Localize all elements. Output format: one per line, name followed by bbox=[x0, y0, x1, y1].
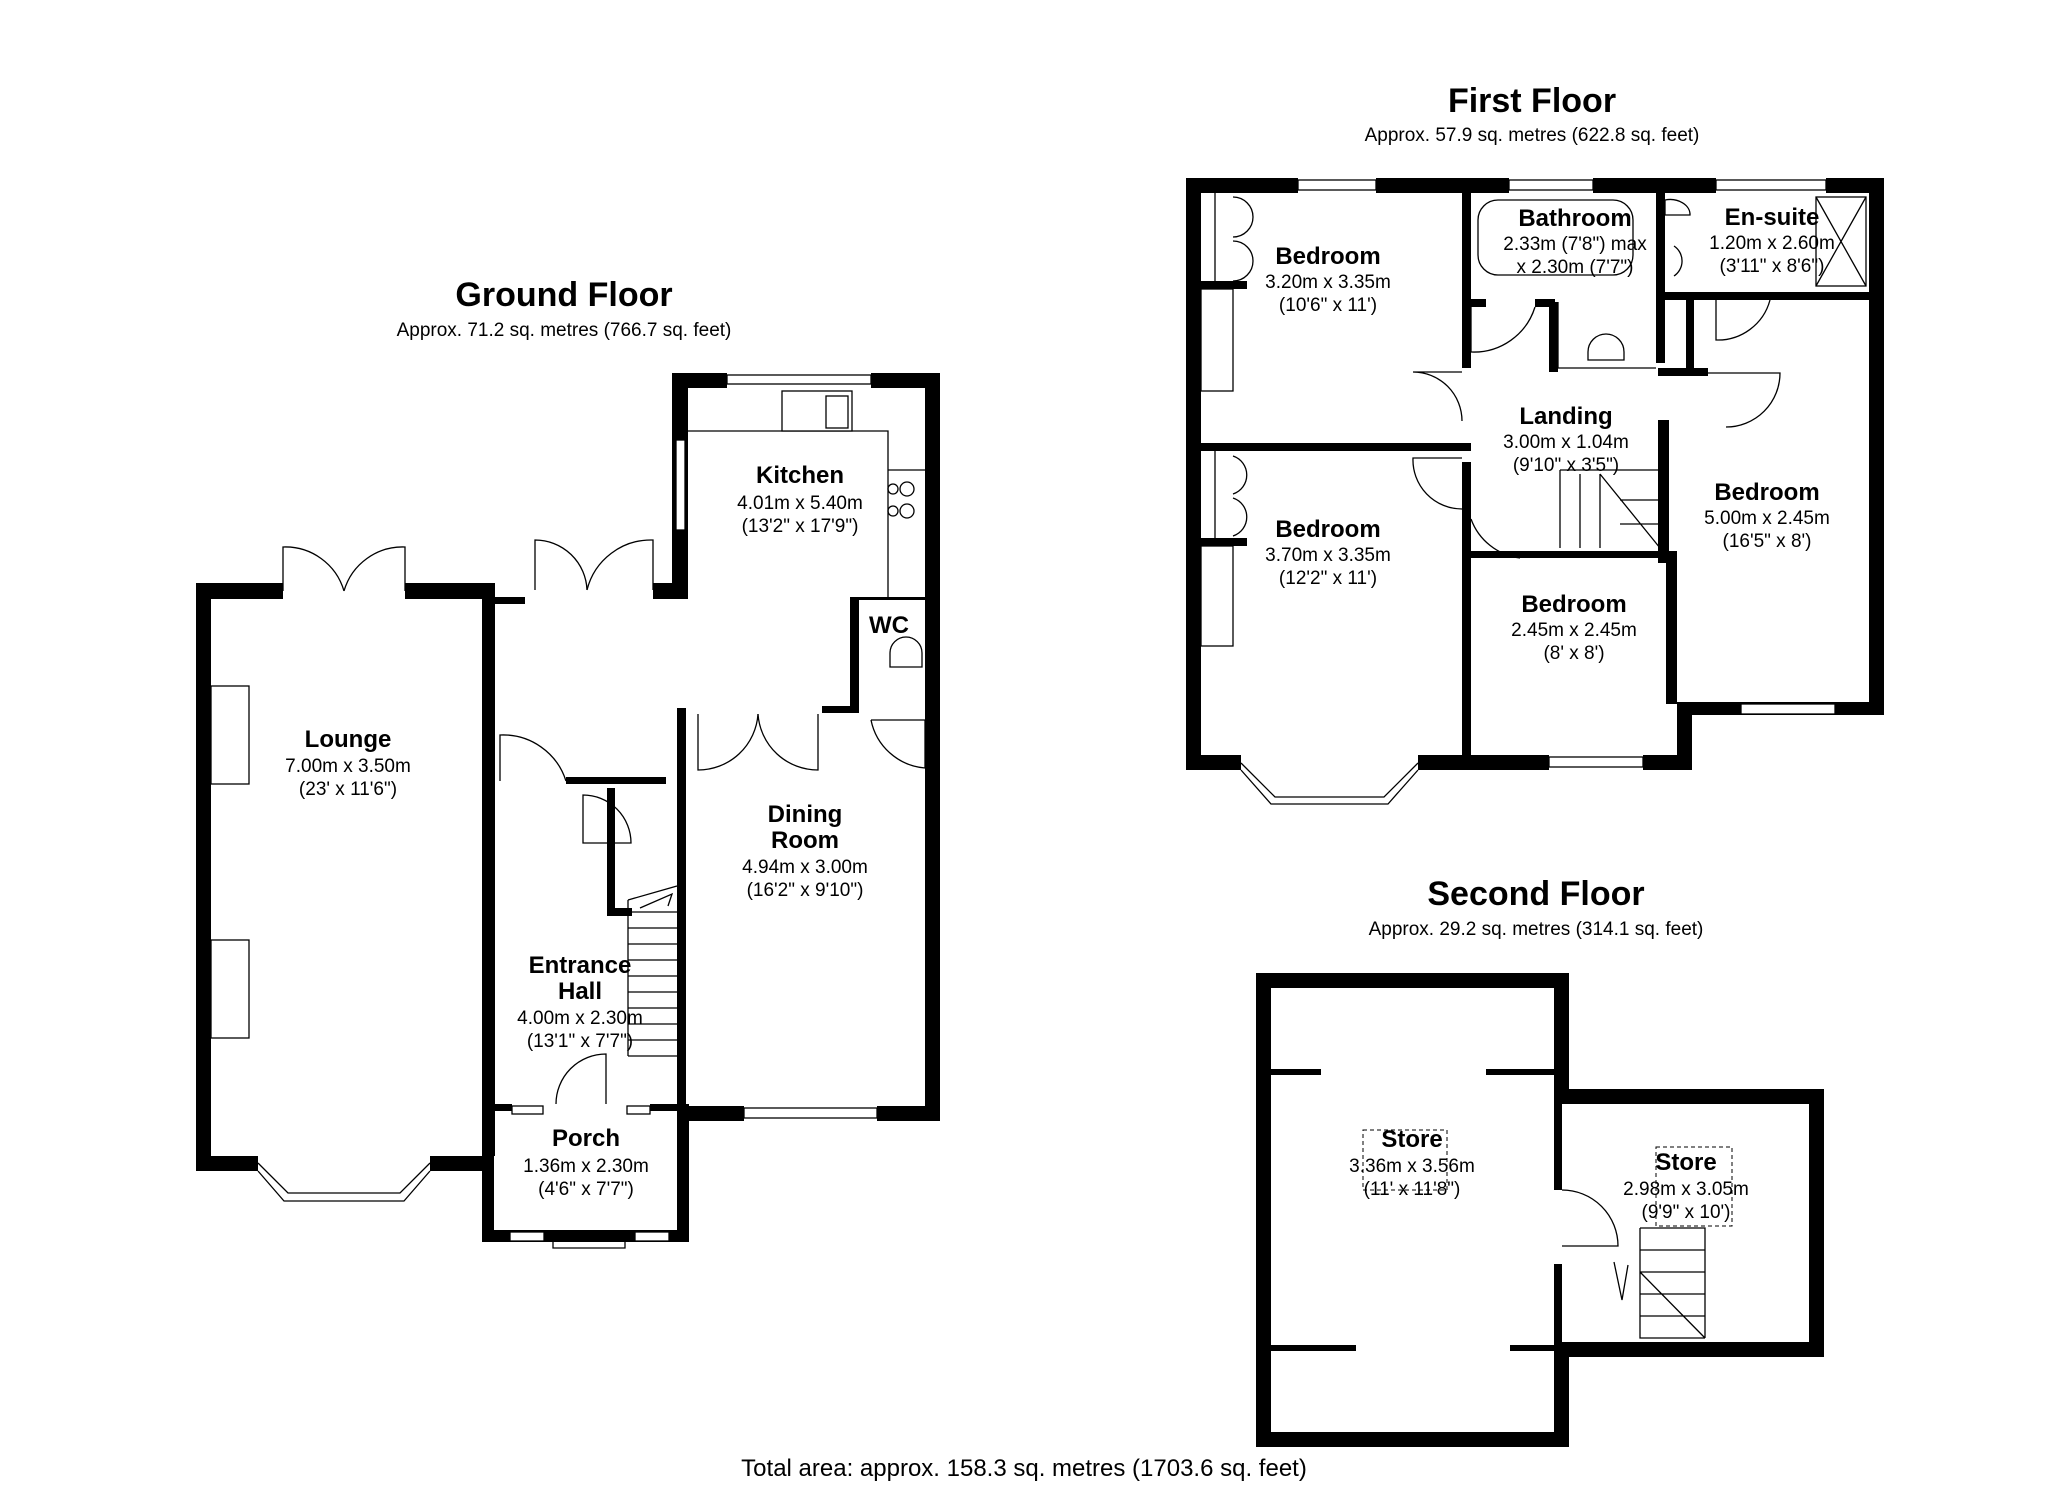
ground-floor-area: Approx. 71.2 sq. metres (766.7 sq. feet) bbox=[397, 320, 732, 341]
landing-dim-imperial: (9'10" x 3'5") bbox=[1513, 455, 1619, 476]
first-floor-labels: Bedroom 3.20m x 3.35m (10'6" x 11') Bath… bbox=[1265, 204, 1835, 664]
hall-label-line2: Hall bbox=[558, 978, 602, 1005]
bathroom-dim-line1: 2.33m (7'8") max bbox=[1503, 234, 1647, 255]
ground-floor-fixtures bbox=[210, 374, 926, 1249]
bedroom-e-dim-imperial: (16'5" x 8') bbox=[1723, 531, 1812, 552]
landing-dim-metric: 3.00m x 1.04m bbox=[1503, 432, 1629, 453]
bathroom-label: Bathroom bbox=[1518, 205, 1631, 232]
bedroom-sw-label: Bedroom bbox=[1275, 516, 1380, 543]
second-floor-title: Second Floor bbox=[1427, 875, 1644, 913]
ground-floor-title: Ground Floor bbox=[455, 276, 672, 314]
second-floor-area: Approx. 29.2 sq. metres (314.1 sq. feet) bbox=[1369, 919, 1704, 940]
store-1-dim-metric: 3.36m x 3.56m bbox=[1349, 1156, 1475, 1177]
store-2-label: Store bbox=[1655, 1149, 1716, 1176]
hall-label-line1: Entrance bbox=[529, 952, 632, 979]
bathroom-dim-line2: x 2.30m (7'7") bbox=[1516, 257, 1633, 278]
ground-floor-plan: Ground Floor Approx. 71.2 sq. metres (76… bbox=[196, 276, 940, 1249]
lounge-dim-imperial: (23' x 11'6") bbox=[299, 779, 397, 800]
bedroom-e-label: Bedroom bbox=[1714, 479, 1819, 506]
second-floor-plan: Second Floor Approx. 29.2 sq. metres (31… bbox=[1256, 875, 1824, 1447]
dining-dim-metric: 4.94m x 3.00m bbox=[742, 857, 868, 878]
dining-label-line2: Room bbox=[771, 827, 839, 854]
bedroom-nw-dim-imperial: (10'6" x 11') bbox=[1279, 295, 1377, 316]
ensuite-label: En-suite bbox=[1725, 204, 1820, 231]
kitchen-label: Kitchen bbox=[756, 462, 844, 489]
bedroom-e-dim-metric: 5.00m x 2.45m bbox=[1704, 508, 1830, 529]
bedroom-s-dim-imperial: (8' x 8') bbox=[1543, 643, 1604, 664]
kitchen-dim-imperial: (13'2" x 17'9") bbox=[742, 516, 859, 537]
first-floor-walls bbox=[1186, 178, 1884, 770]
second-floor-fixtures bbox=[1362, 1129, 1733, 1339]
total-area: Total area: approx. 158.3 sq. metres (17… bbox=[741, 1455, 1307, 1482]
ensuite-dim-metric: 1.20m x 2.60m bbox=[1709, 233, 1835, 254]
kitchen-dim-metric: 4.01m x 5.40m bbox=[737, 493, 863, 514]
bedroom-sw-dim-metric: 3.70m x 3.35m bbox=[1265, 545, 1391, 566]
bedroom-s-label: Bedroom bbox=[1521, 591, 1626, 618]
first-floor-area: Approx. 57.9 sq. metres (622.8 sq. feet) bbox=[1365, 125, 1700, 146]
hall-dim-metric: 4.00m x 2.30m bbox=[517, 1008, 643, 1029]
wc-label: WC bbox=[869, 612, 909, 639]
first-floor-plan: First Floor Approx. 57.9 sq. metres (622… bbox=[1186, 82, 1884, 805]
dining-dim-imperial: (16'2" x 9'10") bbox=[747, 880, 864, 901]
lounge-dim-metric: 7.00m x 3.50m bbox=[285, 756, 411, 777]
first-floor-title: First Floor bbox=[1448, 82, 1616, 120]
dining-label-line1: Dining bbox=[768, 801, 843, 828]
lounge-label: Lounge bbox=[305, 726, 392, 753]
bedroom-s-dim-metric: 2.45m x 2.45m bbox=[1511, 620, 1637, 641]
second-floor-walls bbox=[1256, 973, 1824, 1447]
ground-floor-labels: Lounge 7.00m x 3.50m (23' x 11'6") Kitch… bbox=[285, 462, 909, 1200]
store-1-dim-imperial: (11' x 11'8") bbox=[1364, 1179, 1461, 1200]
store-2-dim-imperial: (9'9" x 10') bbox=[1642, 1202, 1731, 1223]
store-2-dim-metric: 2.98m x 3.05m bbox=[1623, 1179, 1749, 1200]
porch-label: Porch bbox=[552, 1125, 620, 1152]
porch-dim-imperial: (4'6" x 7'7") bbox=[538, 1179, 634, 1200]
bedroom-nw-dim-metric: 3.20m x 3.35m bbox=[1265, 272, 1391, 293]
porch-dim-metric: 1.36m x 2.30m bbox=[523, 1156, 649, 1177]
bedroom-nw-label: Bedroom bbox=[1275, 243, 1380, 270]
bedroom-sw-dim-imperial: (12'2" x 11') bbox=[1279, 568, 1377, 589]
store-1-label: Store bbox=[1381, 1126, 1442, 1153]
ensuite-dim-imperial: (3'11" x 8'6") bbox=[1720, 256, 1825, 277]
second-floor-labels: Store 3.36m x 3.56m (11' x 11'8") Store … bbox=[1349, 1126, 1749, 1223]
hall-dim-imperial: (13'1" x 7'7") bbox=[527, 1031, 633, 1052]
landing-label: Landing bbox=[1519, 403, 1612, 430]
first-floor-fixtures bbox=[1200, 179, 1867, 805]
